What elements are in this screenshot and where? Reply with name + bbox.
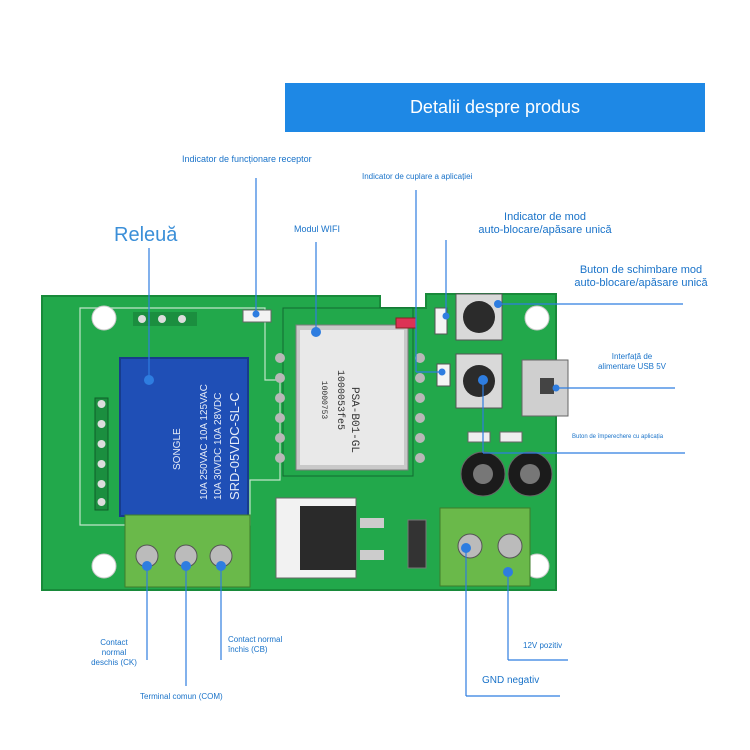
page-title-banner: Detalii despre produs (285, 83, 705, 132)
relay-print-3: 10A 30VDC 10A 28VDC (213, 393, 224, 500)
label-nc-line1: Contact normal (228, 635, 283, 644)
relay-print-1: SONGLE (172, 428, 183, 470)
relay-print-2: 10A 250VAC 10A 125VAC (199, 384, 210, 500)
mount-hole (91, 305, 117, 331)
label-relay: Releuă (114, 224, 178, 246)
label-mode-switch-line2: auto-blocare/apăsare unică (574, 277, 708, 289)
label-mode-switch: Buton de schimbare mod auto-blocare/apăs… (566, 264, 716, 290)
label-mode-indicator-line1: Indicator de mod (504, 211, 586, 223)
label-mode-indicator-line2: auto-blocare/apăsare unică (478, 224, 612, 236)
label-no-line2: normal (101, 648, 127, 657)
mount-hole (524, 305, 550, 331)
label-receiver-indicator: Indicator de funcționare receptor (182, 154, 312, 164)
label-normally-open: Contact normal deschis (CK) (78, 638, 150, 668)
label-normally-closed: Contact normal închis (CB) (228, 635, 282, 655)
label-gnd-negative: GND negativ (482, 675, 540, 686)
label-no-line3: deschis (CK) (91, 658, 137, 667)
relay (119, 357, 249, 517)
label-nc-line2: închis (CB) (228, 645, 268, 654)
label-12v-positive: 12V pozitiv (523, 641, 563, 650)
label-wifi-module: Modul WIFI (294, 224, 341, 234)
label-app-pairing-indicator: Indicator de cuplare a aplicației (362, 172, 473, 181)
relay-print-4: SRD-05VDC-SL-C (227, 392, 242, 500)
label-usb: Interfață de alimentare USB 5V (588, 352, 676, 372)
label-usb-line1: Interfață de (611, 352, 653, 361)
module-print-2: 1000053fe5 (334, 370, 346, 430)
label-mode-indicator: Indicator de mod auto-blocare/apăsare un… (470, 211, 620, 237)
label-usb-line2: alimentare USB 5V (597, 362, 667, 371)
module-print-1: PSA-B01-GL (348, 387, 360, 453)
label-common: Terminal comun (COM) (140, 692, 223, 701)
label-pair-button: Buton de împerechere cu aplicația (572, 434, 664, 440)
module-print-3: 10000753 (319, 381, 328, 420)
mount-hole (91, 553, 117, 579)
label-no-line1: Contact (100, 638, 128, 647)
pin-header (94, 397, 109, 511)
label-mode-switch-line1: Buton de schimbare mod (579, 264, 703, 276)
mode-indicator-led (434, 307, 448, 335)
page-title: Detalii despre produs (409, 97, 581, 117)
